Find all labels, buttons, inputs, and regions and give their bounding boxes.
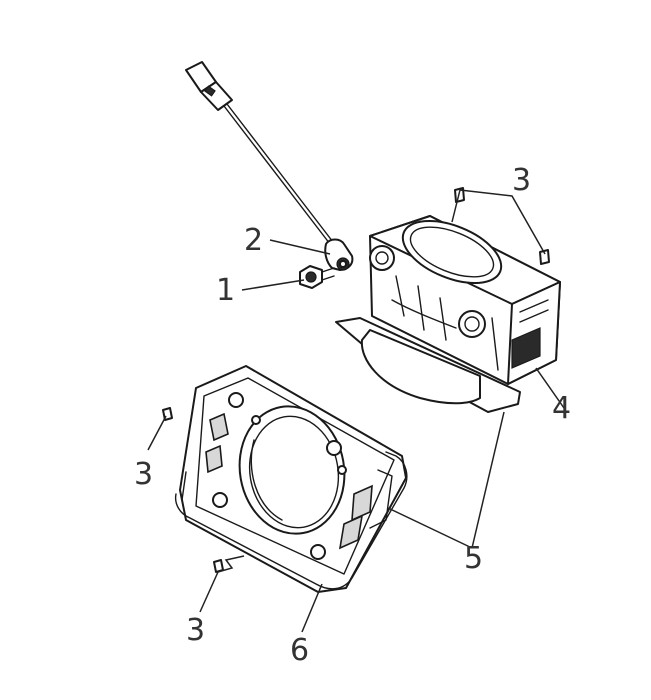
leader-lines bbox=[147, 189, 565, 633]
callout-2: 2 bbox=[244, 223, 263, 258]
callout-3-top: 3 bbox=[512, 163, 531, 198]
cylinder-block bbox=[179, 365, 407, 593]
callout-labels: 1 2 3 4 5 3 3 6 bbox=[134, 163, 571, 668]
cylinder-head bbox=[335, 215, 561, 413]
cylinder-gasket bbox=[174, 451, 408, 590]
callout-4: 4 bbox=[552, 391, 571, 426]
temperature-sensor bbox=[185, 61, 354, 271]
callout-3-bottom: 3 bbox=[186, 613, 205, 648]
callout-1: 1 bbox=[216, 273, 235, 308]
callout-5: 5 bbox=[464, 541, 483, 576]
bolt bbox=[299, 265, 335, 289]
callout-3-left: 3 bbox=[134, 457, 153, 492]
callout-6: 6 bbox=[290, 633, 309, 668]
